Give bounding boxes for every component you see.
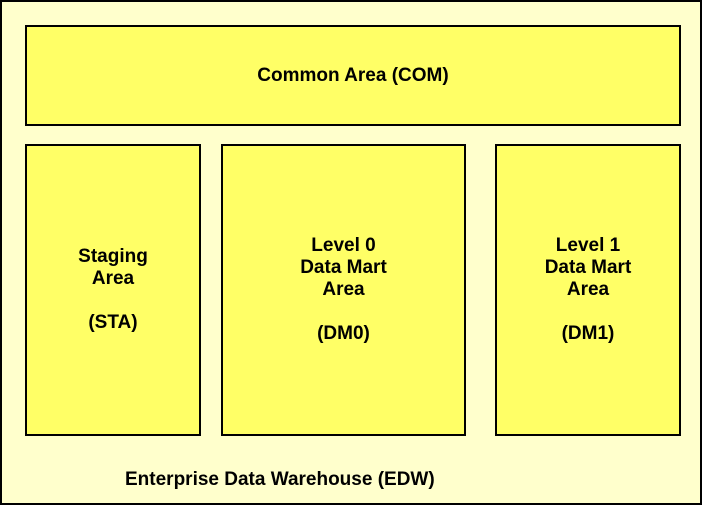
common-area-label: Common Area (COM) (257, 64, 449, 86)
level1-data-mart-label: Level 1 Data Mart Area (DM1) (544, 235, 632, 344)
level1-data-mart-box: Level 1 Data Mart Area (DM1) (495, 144, 681, 436)
staging-area-label: Staging Area (STA) (78, 246, 148, 333)
level0-data-mart-label: Level 0 Data Mart Area (DM0) (300, 235, 387, 344)
level0-data-mart-box: Level 0 Data Mart Area (DM0) (221, 144, 466, 436)
edw-container: Common Area (COM) Staging Area (STA) Lev… (0, 0, 702, 505)
staging-area-box: Staging Area (STA) (25, 144, 201, 436)
common-area-box: Common Area (COM) (25, 25, 681, 126)
edw-title: Enterprise Data Warehouse (EDW) (125, 469, 435, 490)
